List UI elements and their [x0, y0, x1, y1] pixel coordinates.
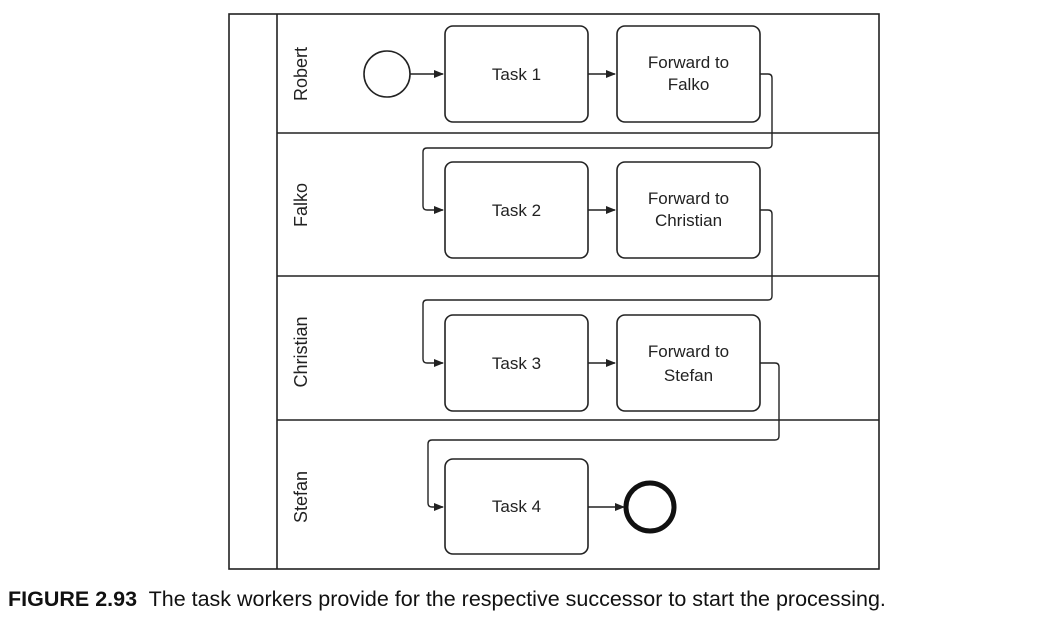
task-label: Task 1: [492, 65, 541, 84]
pool-border: [228, 13, 880, 570]
task-4: Task 4: [444, 458, 589, 555]
task-forward-to-falko: Forward to Falko: [616, 25, 761, 123]
task-1: Task 1: [444, 25, 589, 123]
start-event: [363, 50, 411, 98]
task-label-line-1: Forward to: [648, 342, 729, 361]
task-label-line-1: Forward to: [648, 53, 729, 72]
sequence-flow: [422, 209, 773, 367]
task-2: Task 2: [444, 161, 589, 259]
task-label: Task 3: [492, 354, 541, 373]
task-forward-to-stefan: Forward to Stefan: [616, 314, 761, 412]
figure-caption: FIGURE 2.93 The task workers provide for…: [8, 587, 1053, 612]
lane-label-christian: Christian: [291, 316, 311, 387]
task-forward-to-christian: Forward to Christian: [616, 161, 761, 259]
task-3: Task 3: [444, 314, 589, 412]
figure-number: FIGURE 2.93: [8, 587, 138, 611]
task-label-line-2: Stefan: [664, 366, 713, 385]
end-event: [623, 480, 677, 534]
task-label-line-1: Forward to: [648, 189, 729, 208]
lane-label-robert: Robert: [291, 47, 311, 101]
task-label-line-2: Falko: [668, 75, 710, 94]
task-label: Task 4: [492, 497, 541, 516]
lane-label-falko: Falko: [291, 183, 311, 227]
figure-caption-text: The task workers provide for the respect…: [148, 587, 886, 611]
sequence-flow: [427, 362, 780, 511]
lane-label-stefan: Stefan: [291, 471, 311, 523]
bpmn-diagram: Robert Falko Christian Stefan Task 1 For…: [228, 13, 880, 570]
task-label: Task 2: [492, 201, 541, 220]
task-label-line-2: Christian: [655, 211, 722, 230]
sequence-flow: [422, 73, 773, 214]
